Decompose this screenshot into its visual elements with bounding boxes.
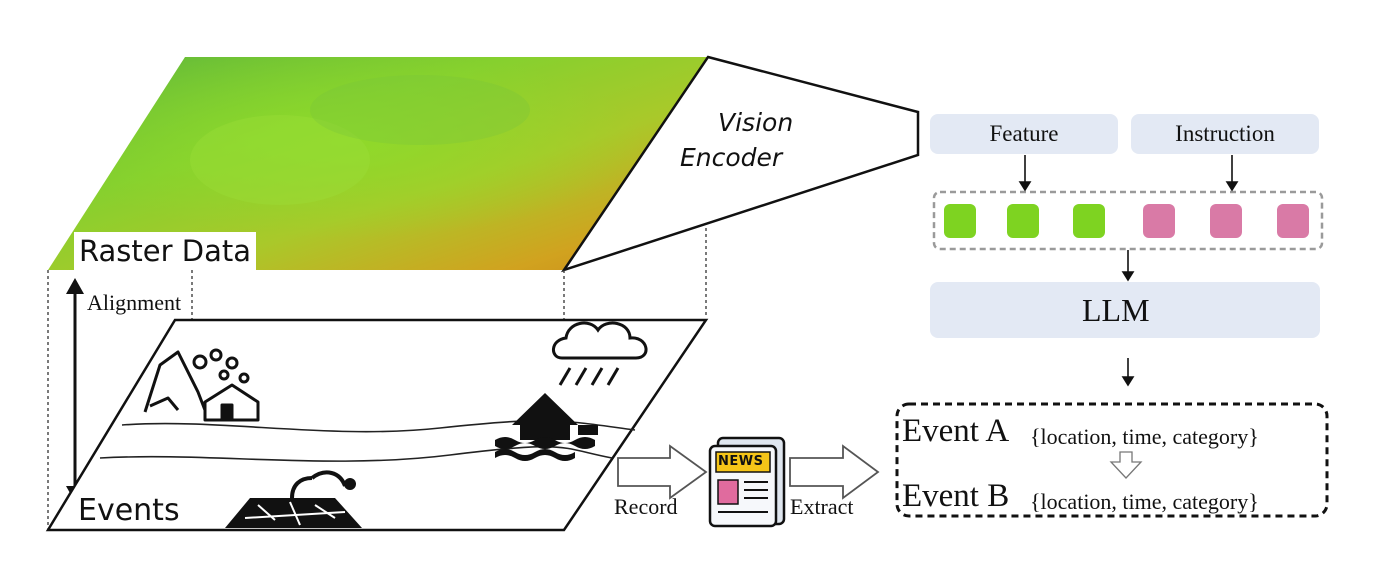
flood-house-icon: [495, 393, 598, 461]
vision-encoder-label-line1: Vision: [718, 108, 794, 137]
vision-encoder-shape: [560, 55, 920, 273]
newspaper-icon: [708, 436, 786, 528]
feature-token: [1073, 204, 1105, 238]
news-label: NEWS: [718, 454, 764, 469]
raster-plane: [48, 57, 708, 270]
events-plane: [45, 318, 709, 532]
llm-box: [930, 282, 1320, 338]
drought-icon: [225, 470, 362, 528]
instruction-box: [1131, 114, 1319, 154]
feature-token: [944, 204, 976, 238]
alignment-arrow: [66, 278, 84, 502]
llm-label: LLM: [1082, 292, 1150, 328]
model-arrows: [1018, 155, 1239, 387]
event-transition-arrow: [1109, 451, 1143, 479]
event-a-name: Event A: [902, 413, 1010, 449]
events-plane-label: Events: [78, 493, 180, 528]
instruction-token: [1143, 204, 1175, 238]
alignment-label: Alignment: [87, 290, 182, 315]
feature-token: [1007, 204, 1039, 238]
extract-arrow: [789, 444, 880, 500]
feature-box: [930, 114, 1118, 154]
vision-encoder-label-line2: Encoder: [680, 143, 783, 172]
event-a-fields: {location, time, category}: [1030, 424, 1259, 449]
record-arrow: [617, 444, 708, 500]
instruction-token: [1210, 204, 1242, 238]
event-b-name: Event B: [902, 478, 1010, 514]
landslide-icon: [143, 348, 260, 422]
instruction-label: Instruction: [1175, 121, 1275, 146]
token-strip: [932, 190, 1324, 251]
rain-cloud-icon: [552, 321, 648, 386]
extract-label: Extract: [790, 494, 854, 519]
event-output-box: [895, 402, 1329, 518]
raster-data-label: Raster Data: [74, 232, 256, 270]
instruction-token: [1277, 204, 1309, 238]
event-b-fields: {location, time, category}: [1030, 489, 1259, 514]
record-label: Record: [614, 494, 678, 519]
feature-label: Feature: [989, 121, 1059, 146]
